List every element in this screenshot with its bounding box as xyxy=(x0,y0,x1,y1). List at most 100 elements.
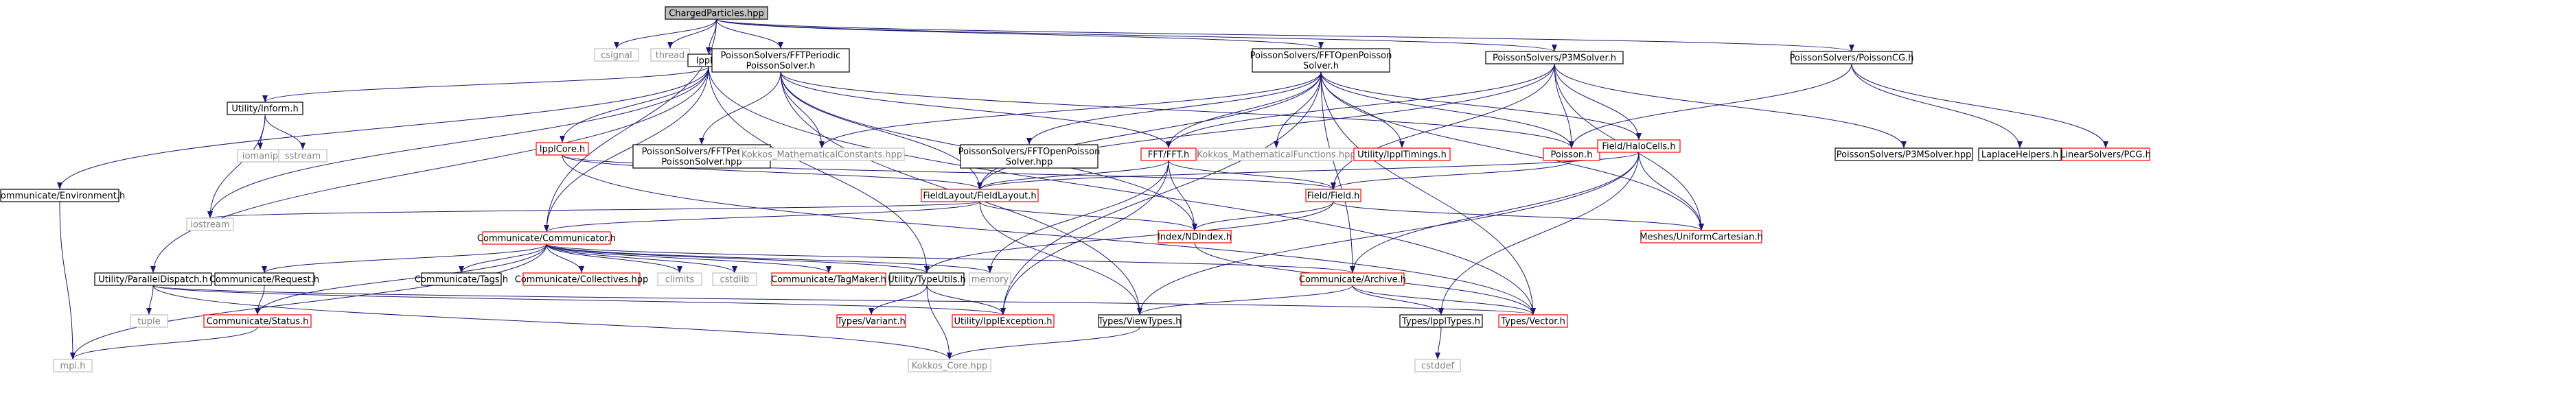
node-label: Solver.hpp xyxy=(1006,157,1053,167)
node-box xyxy=(889,272,965,286)
node-label: LaplaceHelpers.h xyxy=(1981,150,2058,161)
node-p3m-hpp[interactable]: PoissonSolvers/P3MSolver.hpp xyxy=(1835,147,1973,161)
edge-field_halo-to-field_layout xyxy=(977,152,1640,190)
node-fft-periodic-h[interactable]: PoissonSolvers/FFTPeriodicPoissonSolver.… xyxy=(711,48,850,73)
node-box xyxy=(1414,359,1461,372)
node-box xyxy=(952,314,1055,328)
node-box xyxy=(711,48,850,73)
node-types-ippltypes[interactable]: Types/IpplTypes.h xyxy=(1399,314,1483,328)
edge-utility_pdispatch-to-types_vector xyxy=(152,285,1536,316)
node-label: LinearSolvers/PCG.h xyxy=(2060,150,2151,161)
edge-types_ippltypes-to-cstddef xyxy=(1435,326,1442,360)
edge-p3m_h-to-field_layout xyxy=(977,63,1555,190)
node-box xyxy=(1158,230,1232,243)
node-meshes-uniform[interactable]: Meshes/UniformCartesian.h xyxy=(1640,230,1763,243)
edge-fft_fft-to-memory xyxy=(987,160,1169,274)
node-types-vector[interactable]: Types/Vector.h xyxy=(1498,314,1568,328)
node-box xyxy=(536,142,589,156)
node-comm-tags[interactable]: Communicate/Tags.h xyxy=(415,272,508,286)
node-label: Communicate/Archive.h xyxy=(1299,275,1406,285)
node-label: Communicate/Communicator.h xyxy=(477,234,616,244)
edge-field_halo-to-types_ippltypes xyxy=(1438,152,1640,316)
node-field-field[interactable]: Field/Field.h xyxy=(1305,189,1361,202)
edge-ippl_h-to-utility_typeutils xyxy=(708,66,930,274)
node-utility-inform[interactable]: Utility/Inform.h xyxy=(227,102,303,115)
node-utility-exception[interactable]: Utility/IpplException.h xyxy=(952,314,1055,328)
node-kokkos-core: Kokkos_Core.hpp xyxy=(908,359,991,372)
edge-field_layout-to-comm_communicator xyxy=(544,201,980,233)
node-utility-typeutils[interactable]: Utility/TypeUtils.h xyxy=(888,272,966,286)
node-box xyxy=(1305,189,1361,202)
edge-charged_particles-to-p3m_h xyxy=(716,19,1557,52)
node-poisson-cg-h[interactable]: PoissonSolvers/PoissonCG.h xyxy=(1790,51,1914,64)
node-label: Field/HaloCells.h xyxy=(1602,142,1675,152)
node-box xyxy=(657,272,702,286)
node-climits: climits xyxy=(657,272,702,286)
node-comm-request[interactable]: Communicate/Request.h xyxy=(209,272,319,286)
node-comm-status[interactable]: Communicate/Status.h xyxy=(203,314,312,328)
node-comm-collectives[interactable]: Communicate/Collectives.hpp xyxy=(515,272,649,286)
edge-p3m_h-to-field_field xyxy=(1331,63,1555,190)
edge-comm_archive-to-types_vector xyxy=(1352,285,1536,316)
node-box xyxy=(1978,147,2062,161)
node-box xyxy=(227,102,303,115)
node-types-viewtypes[interactable]: Types/ViewTypes.h xyxy=(1098,314,1182,328)
node-box xyxy=(1835,147,1973,161)
node-laplace[interactable]: LaplaceHelpers.h xyxy=(1978,147,2062,161)
node-field-layout[interactable]: FieldLayout/FieldLayout.h xyxy=(921,189,1039,202)
node-label: PoissonSolvers/FFTPeriodic xyxy=(642,147,762,157)
node-field-halo[interactable]: Field/HaloCells.h xyxy=(1597,139,1681,153)
node-types-variant[interactable]: Types/Variant.h xyxy=(836,314,906,328)
node-box xyxy=(1300,272,1405,286)
node-poisson-h[interactable]: Poisson.h xyxy=(1543,147,1600,161)
node-label: iostream xyxy=(190,220,229,230)
node-label: Utility/TypeUtils.h xyxy=(888,275,965,285)
node-label: tuple xyxy=(137,317,160,327)
edge-field_field-to-index_ndindex xyxy=(1192,201,1334,231)
edge-p3m_h-to-field_halo xyxy=(1554,63,1642,141)
node-label: Kokkos_Core.hpp xyxy=(912,361,988,372)
edge-comm_communicator-to-comm_tags xyxy=(459,243,547,274)
node-label: PoissonSolvers/FFTOpenPoisson xyxy=(1250,51,1392,61)
node-comm-tagmaker[interactable]: Communicate/TagMaker.h xyxy=(771,272,886,286)
node-label: Types/Variant.h xyxy=(836,317,906,327)
edge-poisson_cg_h-to-laplace xyxy=(1851,63,2023,149)
edge-ippl_h-to-utility_inform xyxy=(262,66,709,103)
node-label: climits xyxy=(665,275,695,285)
node-comm-env[interactable]: Communicate/Environment.h xyxy=(0,189,125,202)
edge-fft_periodic_h-to-fft_fft xyxy=(780,71,1171,149)
node-box xyxy=(1399,314,1483,328)
node-ippl-timings[interactable]: Utility/IpplTimings.h xyxy=(1353,147,1451,161)
node-cstddef: cstddef xyxy=(1414,359,1461,372)
node-kokkos-math-const: Kokkos_MathematicalConstants.hpp xyxy=(739,147,905,161)
edge-comm_communicator-to-comm_tagmaker xyxy=(546,243,831,274)
edge-field_layout-to-iostream xyxy=(207,201,980,219)
node-label: PoissonSolver.h xyxy=(746,61,816,71)
node-index-ndindex[interactable]: Index/NDIndex.h xyxy=(1158,230,1232,243)
node-box xyxy=(53,359,93,372)
node-label: Communicate/Tags.h xyxy=(415,275,508,285)
edge-poisson_h-to-field_field xyxy=(1331,160,1572,190)
edge-charged_particles-to-fft_periodic_h xyxy=(716,19,783,49)
node-box xyxy=(969,272,1011,286)
node-label: Utility/IpplTimings.h xyxy=(1357,150,1447,161)
node-comm-communicator[interactable]: Communicate/Communicator.h xyxy=(477,231,616,245)
edge-ippl_core-to-types_vector xyxy=(562,154,1536,316)
node-utility-pdispatch[interactable]: Utility/ParallelDispatch.h xyxy=(94,272,212,286)
node-charged-particles: ChargedParticles.hpp xyxy=(665,6,768,20)
node-label: thread xyxy=(656,51,685,61)
node-ippl-core[interactable]: IpplCore.h xyxy=(536,142,589,156)
node-p3m-h[interactable]: PoissonSolvers/P3MSolver.h xyxy=(1485,51,1624,64)
node-label: Types/IpplTypes.h xyxy=(1401,317,1480,327)
node-label: csignal xyxy=(601,51,632,61)
node-comm-archive[interactable]: Communicate/Archive.h xyxy=(1299,272,1406,286)
edge-comm_communicator-to-mpi_h xyxy=(70,243,547,360)
node-fft-fft[interactable]: FFT/FFT.h xyxy=(1140,147,1197,161)
node-box xyxy=(94,272,212,286)
edge-charged_particles-to-fft_open_h xyxy=(716,19,1324,49)
node-box xyxy=(921,189,1039,202)
node-box xyxy=(0,189,119,202)
node-linear-pcg[interactable]: LinearSolvers/PCG.h xyxy=(2060,147,2151,161)
